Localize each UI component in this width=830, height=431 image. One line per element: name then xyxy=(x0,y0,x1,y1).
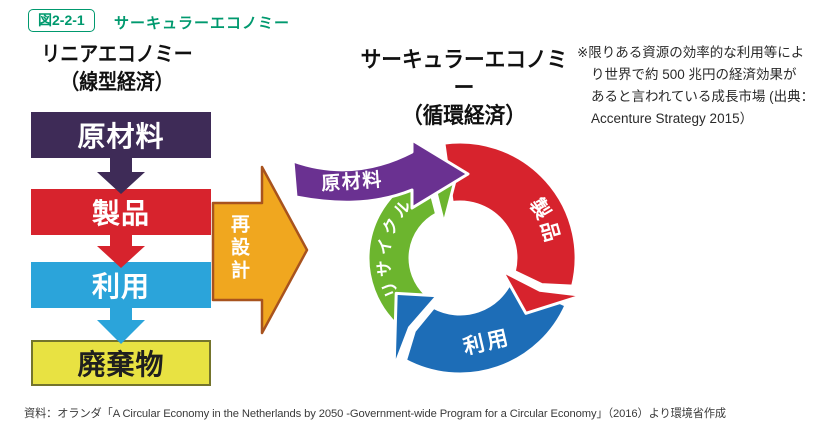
figure-tag-label: 図2-2-1 xyxy=(38,12,85,28)
redesign-arrow-label: 再設計 xyxy=(228,214,249,283)
note-line: り世界で約 500 兆円の経済効果が xyxy=(591,67,797,82)
step-box-raw-materials: 原材料 xyxy=(31,112,211,158)
input-arrow-label: 原材料 xyxy=(321,168,384,195)
note-line: ※限りある資源の効率的な利用等によ xyxy=(577,45,805,60)
step-box-waste: 廃棄物 xyxy=(31,340,211,386)
figure-tag: 図2-2-1 xyxy=(28,9,95,32)
linear-economy-title-line2: （線型経済） xyxy=(60,71,174,94)
note-line: あると言われている成長市場 (出典： xyxy=(591,89,815,104)
cycle-arrowhead-1 xyxy=(392,291,439,370)
circular-economy-title-line1: サーキュラーエコノミー xyxy=(360,47,568,100)
cycle-band-1 xyxy=(404,279,568,376)
note-line: Accenture Strategy 2015） xyxy=(591,111,754,126)
note: ※限りある資源の効率的な利用等によ り世界で約 500 兆円の経済効果が あると… xyxy=(577,42,827,130)
cycle-label-products-text: 製品 xyxy=(525,194,562,247)
cycle-arrows xyxy=(366,140,584,376)
input-arrow xyxy=(291,138,470,210)
redesign-arrow xyxy=(211,165,309,335)
cycle-label-use: 利用 xyxy=(461,326,513,359)
step-box-products: 製品 xyxy=(31,189,211,235)
cycle-arrowhead-0 xyxy=(500,269,584,315)
cycle-label-recycle: リサイクル xyxy=(375,194,417,300)
linear-economy-title-line1: リニアエコノミー xyxy=(41,43,193,66)
cycle-arrowhead-2-top xyxy=(414,162,459,226)
figure-title: サーキュラーエコノミー xyxy=(114,15,291,32)
cycle-label-recycle-text: リサイクル xyxy=(375,194,414,300)
linear-economy-title: リニアエコノミー （線型経済） xyxy=(27,41,207,97)
cycle-band-0 xyxy=(442,140,578,288)
step-box-use: 利用 xyxy=(31,262,211,308)
cycle-arrowhead-2 xyxy=(414,162,459,226)
source-note: 資料：オランダ「A Circular Economy in the Nether… xyxy=(24,408,727,420)
circular-economy-title-line2: （循環経済） xyxy=(401,103,527,128)
cycle-band-2 xyxy=(366,175,438,326)
cycle-label-products: 製品 xyxy=(525,194,565,247)
circular-economy-title: サーキュラーエコノミー （循環経済） xyxy=(351,46,577,130)
down-arrow-icon-3 xyxy=(97,302,145,344)
